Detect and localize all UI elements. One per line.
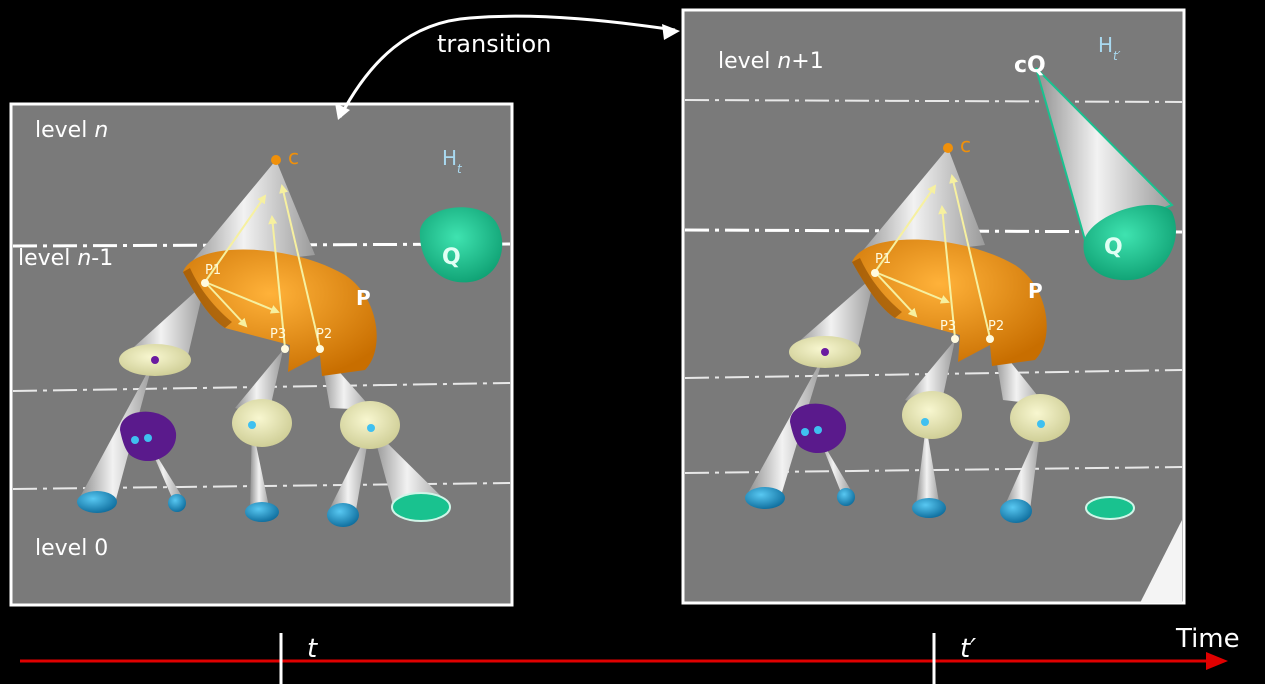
level-n-minus-1-label: level n-1 — [18, 246, 113, 271]
node-p-label: P — [1028, 279, 1043, 303]
edge-arrow — [874, 271, 918, 318]
cone — [1005, 425, 1041, 510]
left-panel: level n level n-1 level 0 Ht c Q P P1 P3… — [9, 102, 514, 607]
level-0-label: level 0 — [35, 536, 108, 561]
blue-leaf-node — [245, 502, 279, 522]
node-dot — [821, 348, 829, 356]
edge-arrow — [204, 194, 267, 283]
cream-node — [1010, 394, 1070, 442]
cone — [250, 425, 270, 512]
blue-leaf-node — [745, 487, 785, 509]
blue-leaf-node — [168, 494, 186, 512]
node-c-label: c — [288, 145, 299, 169]
p2-label: P2 — [316, 327, 332, 342]
teal-leaf-node — [391, 492, 451, 522]
p1-label: P1 — [875, 252, 891, 267]
time-axis-label: Time — [1175, 624, 1240, 654]
node-p1-dot — [201, 279, 209, 287]
edge-arrow — [204, 281, 280, 314]
transition-label: transition — [437, 30, 551, 58]
node-c-label: c — [960, 133, 971, 157]
time-mark-t: t — [307, 634, 318, 664]
node-p2-dot — [316, 345, 324, 353]
time-mark-t-prime: t′ — [960, 634, 976, 664]
node-c-dot — [943, 143, 953, 153]
node-q-shape — [1083, 204, 1176, 281]
edge-arrow — [949, 174, 991, 339]
right-panel-corner — [1140, 520, 1182, 603]
node-q-shape — [419, 207, 503, 283]
blue-leaf-node — [327, 503, 359, 527]
node-p1-dot — [871, 269, 879, 277]
transition-arrow-head — [662, 24, 680, 40]
cluster-p-shadow — [183, 268, 232, 328]
transition-arrow-tail — [335, 103, 350, 120]
blue-leaf-node — [1000, 499, 1032, 523]
cone — [330, 428, 370, 516]
teal-leaf-node — [1085, 496, 1135, 520]
blue-leaf-node — [837, 488, 855, 506]
node-q-label: Q — [1104, 235, 1123, 260]
level-n-plus-1-label: level n+1 — [718, 49, 824, 74]
hierarchy-label: Ht — [442, 146, 463, 176]
node-dot — [151, 356, 159, 364]
level-n-label: level n — [35, 118, 108, 143]
edge-arrow — [279, 184, 321, 349]
p3-label: P3 — [940, 319, 956, 334]
cone — [80, 362, 153, 503]
node-dot — [367, 424, 375, 432]
timeline-arrowhead — [1206, 652, 1228, 670]
cone — [748, 355, 824, 499]
node-dot — [814, 426, 822, 434]
node-dot — [131, 436, 139, 444]
edge-arrow — [938, 205, 956, 339]
cone — [916, 425, 940, 508]
node-q-label: Q — [442, 245, 461, 270]
edge-arrow — [204, 281, 248, 328]
right-level-separator — [684, 99, 1183, 103]
cone — [372, 428, 450, 505]
node-dot — [144, 434, 152, 442]
node-p3-dot — [951, 335, 959, 343]
blue-leaf-node — [912, 498, 946, 518]
p2-label: P2 — [988, 319, 1004, 334]
p1-label: P1 — [205, 263, 221, 278]
edge-arrow — [874, 271, 950, 304]
node-dot — [801, 428, 809, 436]
node-p-label: P — [356, 286, 371, 310]
node-dot — [248, 421, 256, 429]
node-cq-label: cQ — [1014, 53, 1046, 78]
node-p2-dot — [986, 335, 994, 343]
edge-arrow — [874, 184, 937, 273]
p3-label: P3 — [270, 327, 286, 342]
node-p3-dot — [281, 345, 289, 353]
cream-node — [232, 399, 292, 447]
right-panel: level n+1 Ht′ cQ c Q P P1 P3 P2 — [681, 8, 1186, 605]
node-c-dot — [271, 155, 281, 165]
node-dot — [921, 418, 929, 426]
hierarchy-label: Ht′ — [1098, 33, 1121, 63]
blue-leaf-node — [77, 491, 117, 513]
cone — [905, 340, 955, 410]
node-dot — [1037, 420, 1045, 428]
cream-node — [902, 391, 962, 439]
cluster-p-shadow — [852, 258, 902, 318]
edge-arrow — [268, 215, 286, 349]
transition-arrow — [338, 14, 676, 118]
